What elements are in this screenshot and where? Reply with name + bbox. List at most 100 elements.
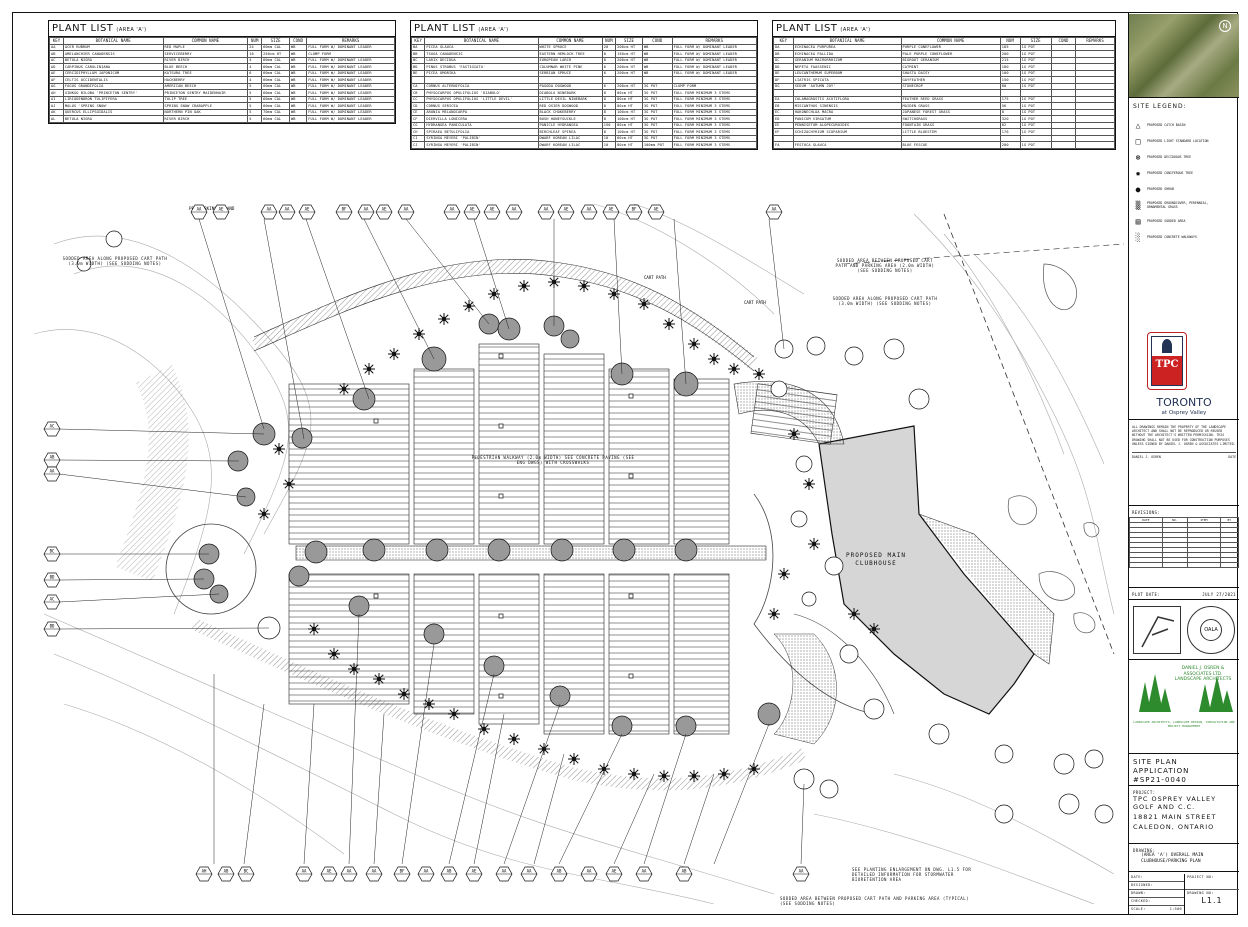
logo-city: TORONTO <box>1156 396 1212 409</box>
legend-item-label: PROPOSED SODDED AREA <box>1147 219 1186 223</box>
table-cell <box>1075 108 1115 116</box>
table-cell: DWARF KOREAN LILAC <box>537 141 603 149</box>
square-icon: □ <box>1135 136 1141 146</box>
callout-key: AA <box>587 207 592 212</box>
coniferous-tree <box>388 348 400 360</box>
coniferous-tree <box>663 318 675 330</box>
coniferous-tree <box>688 338 700 350</box>
table-cell <box>1075 76 1115 84</box>
table-cell: CE <box>410 108 426 116</box>
table-cell: CB <box>410 89 426 97</box>
callout-key: AE <box>305 207 310 212</box>
table-cell: 80cm HT <box>615 141 643 149</box>
plant-callout: AC <box>43 421 61 437</box>
drawing-title: (AREA 'A') OVERALL MAIN CLUBHOUSE/PARKIN… <box>1141 853 1204 864</box>
revisions-label: REVISIONS: <box>1132 510 1161 515</box>
walkway-note: PEDESTRIAN WALKWAY (2.0m WIDTH) SEE CONC… <box>471 455 635 465</box>
table-cell: FULL FORM W/ DOMINANT LEADER <box>671 69 758 77</box>
coniferous-tree <box>463 300 475 312</box>
callout-key: AA <box>50 469 55 474</box>
plant-callout: AE <box>212 204 230 220</box>
coniferous-tree <box>398 688 410 700</box>
clubhouse-terrace <box>918 513 1055 665</box>
cart-path-label-2: CART PATH <box>644 275 666 280</box>
application: SITE PLAN APPLICATION #SP21-0040 <box>1129 756 1239 786</box>
plant-list-title-text: PLANT LIST <box>414 23 476 34</box>
callout-key: AB <box>224 869 229 874</box>
callout-key: AE <box>612 869 617 874</box>
callout-key: AA <box>424 869 429 874</box>
table-cell: BE <box>410 69 426 77</box>
table-cell: 6 <box>601 69 617 77</box>
table-cell: BLUE BEECH <box>162 63 249 71</box>
legend-item: ⊛PROPOSED DECIDUOUS TREE <box>1133 152 1227 162</box>
plant-callout: AE <box>463 204 481 220</box>
project: PROJECT: TPC OSPREY VALLEY GOLF AND C.C.… <box>1129 788 1239 844</box>
drawing-sheet <box>12 12 1238 915</box>
table-cell: FULL FORM W/ DOMINANT LEADER <box>671 63 758 71</box>
coniferous-tree <box>438 313 450 325</box>
table-cell: RIVER BIRCH <box>162 115 249 123</box>
callout-key: AA <box>642 869 647 874</box>
coniferous-tree <box>868 623 880 635</box>
table-cell: 1G POT <box>1019 69 1052 77</box>
table-cell: FULL FORM W/ DOMINANT LEADER <box>306 82 395 90</box>
table-cell: HACKBERRY <box>162 76 249 84</box>
table-cell: FULL FORM W/ DOMINANT LEADER <box>306 102 395 110</box>
callout-key: AE <box>382 207 387 212</box>
coniferous-tree <box>658 770 670 782</box>
table-cell: 1G POT <box>1019 108 1052 116</box>
table-cell: CA <box>410 82 426 90</box>
seals: OALA <box>1129 602 1239 660</box>
callout-key: AH <box>202 869 207 874</box>
coniferous-tree <box>348 663 360 675</box>
callout-key: AA <box>512 207 517 212</box>
table-cell: FULL FORM MINIMUM 3 STEMS <box>671 115 758 123</box>
callout-key: AA <box>364 207 369 212</box>
coniferous-tree <box>373 673 385 685</box>
table-cell: FULL FORM MINIMUM 3 STEMS <box>671 141 758 149</box>
bunkers <box>1007 263 1100 634</box>
plant-list-title: PLANT LIST(AREA 'A') <box>411 21 757 37</box>
roundabout-island <box>165 523 257 615</box>
table-cell: CF <box>410 115 426 123</box>
callout-key: AC <box>50 424 55 429</box>
table-cell: WB <box>289 102 308 110</box>
coniferous-tree <box>413 328 425 340</box>
plot-date: PLOT DATE: JULY 27/2021 <box>1129 590 1239 600</box>
callout-key: AB <box>682 869 687 874</box>
application-no: #SP21-0040 <box>1133 776 1187 784</box>
coniferous-tree <box>748 763 760 775</box>
plant-callout: AA <box>635 866 653 882</box>
table-cell: BETULA NIGRA <box>62 115 164 123</box>
plant-callout: AA <box>417 866 435 882</box>
callout-key: AA <box>772 207 777 212</box>
clubhouse-building <box>818 425 1035 715</box>
table-cell: 5 <box>247 115 263 123</box>
coniferous-tree <box>788 428 800 440</box>
parking-island-label: PER PARKING ISLAND <box>189 206 235 211</box>
table-cell: 200 <box>999 141 1021 149</box>
plant-callout: AA <box>397 204 415 220</box>
table-cell: FEATHER REED GRASS <box>900 95 1001 103</box>
project-city: CALEDON, ONTARIO <box>1133 823 1215 831</box>
plot-date-label: PLOT DATE: <box>1132 592 1161 597</box>
plant-callout: BF <box>335 204 353 220</box>
coniferous-tree <box>718 768 730 780</box>
plant-callout: AE <box>320 866 338 882</box>
plant-list-title-text: PLANT LIST <box>776 23 838 34</box>
callout-key: AE <box>609 207 614 212</box>
legend-item: ▤PROPOSED SODDED AREA <box>1133 216 1227 226</box>
table-cell: 80cm HT <box>615 89 643 97</box>
plant-callout: BC <box>43 546 61 562</box>
callout-key: AE <box>327 869 332 874</box>
